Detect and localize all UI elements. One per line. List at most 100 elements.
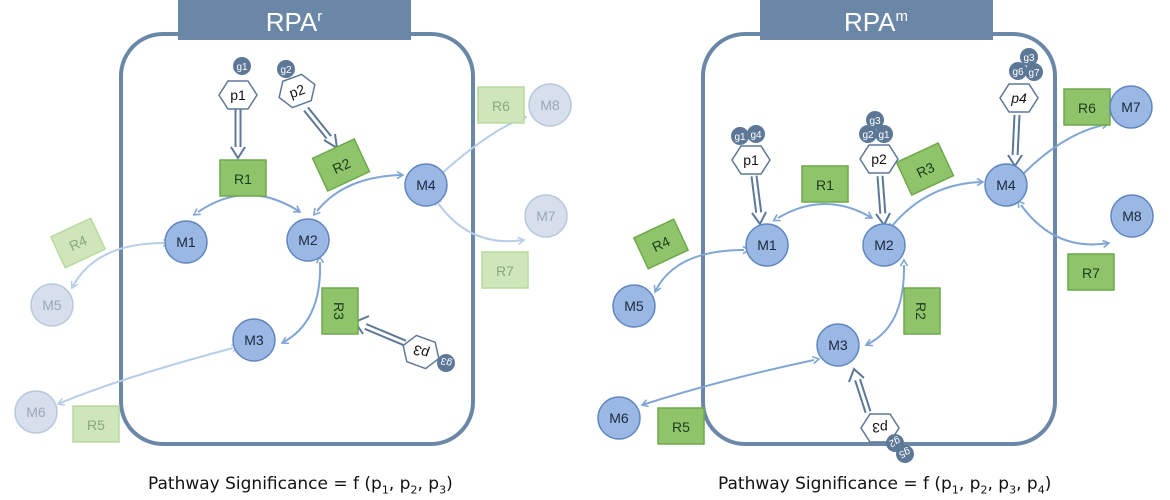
protein-p2: p2 (278, 73, 316, 109)
reaction-r1: R1 (219, 159, 267, 197)
svg-text:M6: M6 (609, 410, 629, 426)
svg-text:g2: g2 (887, 435, 902, 449)
svg-text:R3: R3 (331, 302, 347, 320)
edge-m1-m2 (192, 194, 302, 216)
svg-text:M5: M5 (42, 297, 62, 313)
protein-p2: p2 g3 g2 g1 (859, 111, 899, 174)
svg-text:R4: R4 (67, 232, 90, 254)
panel-rpa-m: RPAm (597, 0, 1154, 464)
metabolite-m7: M7 (524, 194, 568, 238)
gene-g3: g3 (866, 111, 884, 129)
panel-header (178, 0, 411, 40)
svg-text:g1: g1 (734, 132, 746, 143)
edge-m2-m4 (887, 177, 985, 232)
svg-text:R2: R2 (913, 302, 929, 320)
svg-text:M4: M4 (416, 177, 436, 193)
reaction-r5: R5 (657, 407, 705, 445)
svg-text:R7: R7 (496, 263, 514, 279)
svg-text:R2: R2 (330, 155, 353, 177)
p3-to-m3-arrow (848, 367, 872, 414)
reaction-r4: R4 (632, 218, 690, 270)
edge-m4-m8 (1017, 199, 1111, 249)
protein-p3: p3 (860, 413, 900, 443)
svg-text:R4: R4 (650, 233, 673, 255)
reaction-r1: R1 (801, 165, 849, 203)
metabolite-m7: M7 (1109, 85, 1153, 129)
metabolite-m3: M3 (232, 318, 276, 362)
svg-text:p1: p1 (230, 87, 246, 103)
metabolite-m5: M5 (30, 283, 74, 327)
reaction-r3: R3 (321, 287, 359, 335)
edge-m4-m7 (434, 197, 526, 245)
gene-g2: g2 (859, 125, 877, 143)
metabolite-m1: M1 (745, 223, 789, 267)
gene-g4: g4 (747, 125, 765, 143)
p1-to-r1-arrow (230, 106, 246, 160)
panel-title: RPAr (266, 7, 323, 37)
svg-text:g3: g3 (1023, 53, 1035, 64)
svg-text:p1: p1 (743, 152, 759, 168)
protein-p4: p4 g3 g6 g7 (999, 48, 1043, 113)
reaction-r6: R6 (477, 86, 525, 124)
svg-text:M4: M4 (996, 177, 1016, 193)
svg-text:p3: p3 (411, 342, 431, 362)
gene-g3: g3 (1020, 48, 1038, 66)
edges (56, 114, 528, 406)
svg-text:p3: p3 (872, 420, 888, 436)
pathway-significance-caption-left: Pathway Significance = f (p1, p2, p3) (148, 474, 453, 497)
reaction-r5: R5 (72, 405, 120, 443)
p2-to-r2-arrow (303, 106, 339, 150)
gene-g5: g5 (896, 445, 914, 464)
edges (640, 120, 1111, 408)
metabolite-m4: M4 (404, 163, 448, 207)
svg-text:M8: M8 (540, 97, 560, 113)
gene-g1: g1 (233, 57, 251, 75)
svg-text:p4: p4 (1010, 90, 1027, 106)
svg-text:g2: g2 (280, 65, 292, 76)
metabolite-m1: M1 (164, 220, 208, 264)
panel-title: RPAm (844, 7, 908, 37)
edge-m3-m6 (56, 344, 240, 406)
p1-to-m1-arrow (750, 175, 767, 226)
panel-header (760, 0, 993, 40)
svg-text:R6: R6 (492, 98, 510, 114)
edge-m2-m4 (312, 170, 405, 217)
svg-text:R5: R5 (672, 419, 690, 435)
edge-m1-m2 (772, 203, 874, 222)
svg-text:R6: R6 (1078, 100, 1096, 116)
pathway-significance-caption-right: Pathway Significance = f (p1, p2, p3, p4… (718, 474, 1052, 497)
svg-text:M3: M3 (244, 332, 264, 348)
panel-rpa-r: RPAr (14, 0, 572, 446)
reaction-r2: R2 (311, 137, 371, 193)
svg-text:R3: R3 (914, 159, 937, 181)
p4-to-m4-arrow (1007, 114, 1023, 168)
edge-m3-m6 (640, 356, 821, 408)
svg-text:p2: p2 (287, 81, 307, 101)
svg-text:p2: p2 (871, 151, 887, 167)
svg-text:M5: M5 (624, 298, 644, 314)
metabolite-m8: M8 (528, 83, 572, 127)
svg-text:g6: g6 (1012, 67, 1024, 78)
edge-m1-m5 (70, 238, 171, 290)
edge-m2-m3 (280, 255, 325, 345)
gene-g1: g1 (875, 125, 893, 143)
metabolite-m2: M2 (862, 223, 906, 267)
svg-text:g1: g1 (878, 130, 890, 141)
svg-text:R7: R7 (1082, 265, 1100, 281)
svg-text:M6: M6 (26, 404, 46, 420)
p2-to-m2-arrow (875, 175, 891, 227)
metabolite-m5: M5 (612, 284, 656, 328)
svg-text:g2: g2 (862, 130, 874, 141)
svg-text:g3: g3 (439, 354, 454, 368)
edge-m4-m7 (1017, 120, 1110, 180)
reaction-r7: R7 (481, 251, 529, 289)
svg-text:M2: M2 (298, 232, 318, 248)
protein-p1: p1 g1 (218, 57, 258, 110)
svg-text:M2: M2 (874, 237, 894, 253)
svg-text:M7: M7 (1121, 99, 1141, 115)
svg-text:g3: g3 (869, 116, 881, 127)
svg-text:R1: R1 (234, 171, 252, 187)
reaction-r6: R6 (1063, 88, 1111, 126)
reaction-r3: R3 (895, 141, 955, 197)
